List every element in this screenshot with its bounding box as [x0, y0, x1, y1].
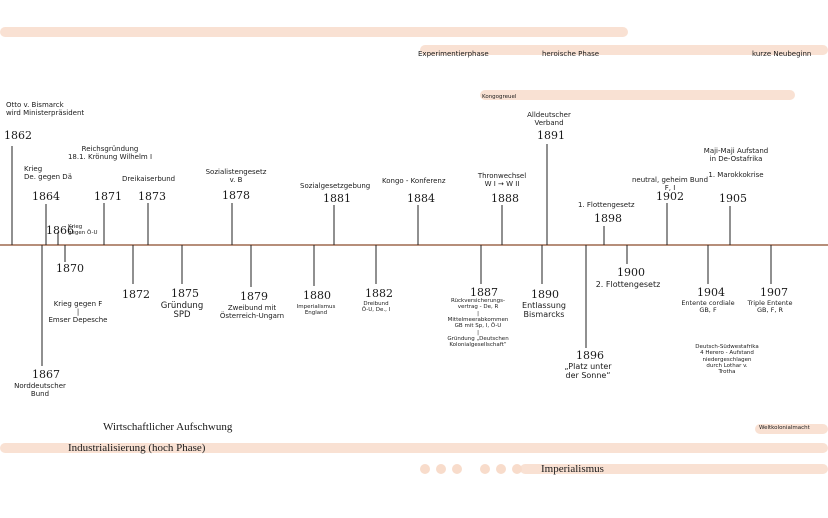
- event-1862-label: Otto v. Bismarck wird Ministerpräsident: [6, 101, 85, 118]
- event-1870-label: Krieg gegen F | Emser Depesche: [48, 300, 108, 325]
- event-1896-label: „Platz unter der Sonne“: [564, 362, 612, 381]
- event-1904-herero-label: Deutsch-Südwestafrika 4 Herero - Aufstan…: [695, 344, 759, 376]
- event-1898-label: 1. Flottengesetz: [578, 201, 635, 209]
- event-1879-year: 1879: [240, 290, 268, 303]
- phase-experimental: Experimentierphase: [418, 50, 489, 58]
- event-1880-year: 1880: [303, 289, 331, 302]
- phase-restart: kurze Neubeginn: [752, 50, 812, 58]
- band-dot: [452, 464, 462, 474]
- event-1867-year: 1867: [32, 368, 60, 381]
- imperialism-band: [520, 464, 828, 474]
- event-1873-year: 1873: [138, 190, 166, 203]
- event-1888-year: 1888: [491, 192, 519, 205]
- colonial-band: [755, 424, 828, 434]
- event-1884-year: 1884: [407, 192, 435, 205]
- event-1887-year: 1887: [470, 286, 498, 299]
- band-dot: [512, 464, 522, 474]
- event-1904-year: 1904: [697, 286, 725, 299]
- event-1891-year: 1891: [537, 129, 565, 142]
- band-dot: [436, 464, 446, 474]
- event-1900-year: 1900: [617, 266, 645, 279]
- event-1905-label: Maji-Maji Aufstand in De-Ostafrika 1. Ma…: [703, 147, 769, 180]
- event-1880-label: Imperialismus England: [296, 304, 336, 317]
- event-1902-year: 1902: [656, 190, 684, 203]
- phase-congo: Kongogreuel: [482, 94, 517, 100]
- band-dot: [480, 464, 490, 474]
- event-1870-year: 1870: [56, 262, 84, 275]
- era-industrial: Industrialisierung (hoch Phase): [68, 442, 206, 454]
- event-1862-year: 1862: [4, 129, 32, 142]
- top-band: [0, 27, 628, 37]
- event-1884-label: Kongo - Konferenz: [382, 177, 446, 185]
- event-1907-year: 1907: [760, 286, 788, 299]
- event-1875-year: 1875: [171, 287, 199, 300]
- event-1907-label: Triple Entente GB, F, R: [747, 299, 793, 315]
- event-1878-year: 1878: [222, 189, 250, 202]
- event-1904-label: Entente cordiale GB, F: [681, 299, 735, 315]
- event-1871-label: Reichsgründung 18.1. Krönung Wilhelm I: [67, 145, 153, 162]
- event-1881-year: 1881: [323, 192, 351, 205]
- event-1879-label: Zweibund mit Österreich-Ungarn: [219, 304, 285, 321]
- congo-band: [480, 90, 795, 100]
- event-1873-label: Dreikaiserbund: [122, 175, 176, 183]
- phase-band: [420, 45, 828, 55]
- phase-heroic: heroische Phase: [542, 50, 600, 58]
- event-1867-label: Norddeutscher Bund: [14, 382, 66, 399]
- event-1871-year: 1871: [94, 190, 122, 203]
- econ-band: [0, 443, 828, 453]
- event-1900-label: 2. Flottengesetz: [595, 280, 661, 289]
- event-1905-year: 1905: [719, 192, 747, 205]
- event-1891-label: Alldeutscher Verband: [527, 111, 571, 128]
- event-1882-year: 1882: [365, 287, 393, 300]
- event-1864-label: Krieg De. gegen Dä: [24, 165, 72, 182]
- event-1866-year: 1866: [46, 224, 74, 237]
- event-1898-year: 1898: [594, 212, 622, 225]
- era-colonial: Weltkolonialmacht: [759, 425, 810, 431]
- event-1878-label: Sozialistengesetz v. B: [205, 168, 267, 185]
- event-1888-label: Thronwechsel W I → W II: [477, 172, 527, 189]
- era-econ: Wirtschaftlicher Aufschwung: [103, 421, 233, 433]
- band-dot: [496, 464, 506, 474]
- event-1902-label: neutral, geheim Bund F, I: [631, 176, 709, 193]
- event-1872-year: 1872: [122, 288, 150, 301]
- event-1881-label: Sozialgesetzgebung: [300, 182, 371, 190]
- event-1875-label: Gründung SPD: [160, 301, 204, 321]
- event-1890-year: 1890: [531, 288, 559, 301]
- event-1887-label: Rückversicherungs- vertrag - De, R | Mit…: [447, 298, 509, 349]
- event-1896-year: 1896: [576, 349, 604, 362]
- era-imperialism: Imperialismus: [541, 463, 604, 475]
- event-1864-year: 1864: [32, 190, 60, 203]
- event-1890-label: Entlassung Bismarcks: [522, 301, 566, 320]
- event-1866-label: Krieg gegen Ö-U: [68, 224, 98, 237]
- band-dot: [420, 464, 430, 474]
- event-1882-label: Dreibund Ö-U, De., I: [361, 301, 391, 314]
